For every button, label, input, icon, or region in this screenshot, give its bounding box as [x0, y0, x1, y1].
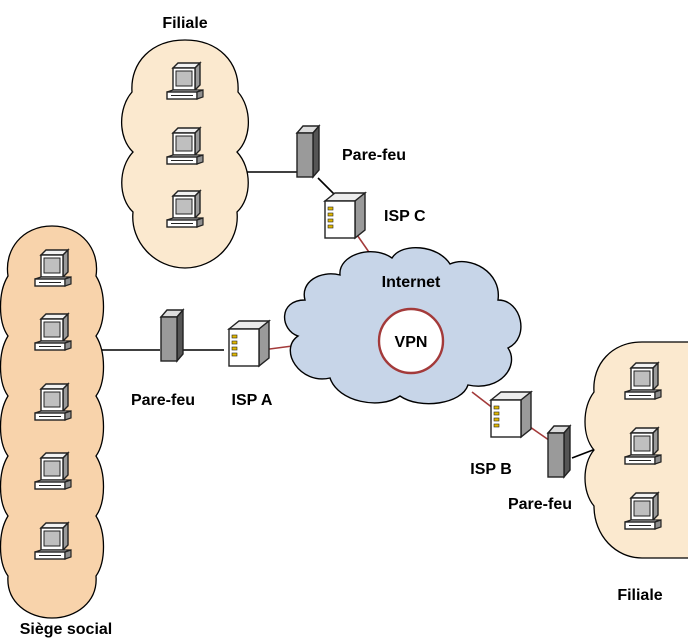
workstation-icon[interactable]: [34, 452, 72, 490]
vpn-ring: [377, 307, 445, 375]
head-office-label: Siège social: [20, 621, 113, 638]
workstation-icon[interactable]: [166, 62, 204, 100]
head-office-site: [0, 225, 105, 619]
router-icon[interactable]: [490, 391, 532, 438]
firewall-icon[interactable]: [296, 125, 320, 178]
branch-top-label: Filiale: [162, 15, 207, 32]
workstation-icon[interactable]: [34, 383, 72, 421]
isp-a-label: ISP A: [232, 392, 273, 409]
isp-c-label: ISP C: [384, 208, 426, 225]
internet-label: Internet: [382, 274, 441, 291]
workstation-icon[interactable]: [624, 492, 662, 530]
workstation-icon[interactable]: [624, 362, 662, 400]
workstation-icon[interactable]: [34, 313, 72, 351]
internet-cloud: Internet VPN: [283, 246, 522, 405]
firewall-right-label: Pare-feu: [508, 496, 572, 513]
workstation-icon[interactable]: [166, 127, 204, 165]
vpn-label: VPN: [395, 334, 428, 351]
isp-b-label: ISP B: [470, 461, 512, 478]
router-icon[interactable]: [228, 320, 270, 367]
branch-site-top: [121, 39, 249, 269]
branch-site-right: [584, 341, 688, 559]
firewall-icon[interactable]: [160, 309, 184, 362]
workstation-icon[interactable]: [166, 190, 204, 228]
workstation-icon[interactable]: [34, 249, 72, 287]
site-bubble: [0, 225, 105, 619]
workstation-icon[interactable]: [34, 522, 72, 560]
workstation-icon[interactable]: [624, 427, 662, 465]
branch-right-label: Filiale: [617, 587, 662, 604]
router-icon[interactable]: [324, 192, 366, 239]
firewall-icon[interactable]: [547, 425, 571, 478]
firewall-top-label: Pare-feu: [342, 147, 406, 164]
firewall-left-label: Pare-feu: [131, 392, 195, 409]
